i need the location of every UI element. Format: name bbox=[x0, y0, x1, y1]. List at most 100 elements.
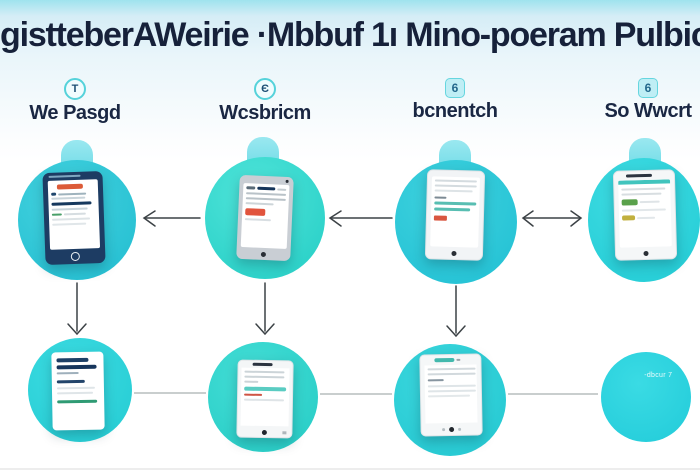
silver-tablet-illustration bbox=[236, 174, 294, 262]
green-button-shape bbox=[621, 199, 638, 206]
screen-line bbox=[427, 384, 476, 388]
column-header-4: 6 So Wwcrt bbox=[578, 78, 700, 123]
red-line bbox=[244, 393, 263, 396]
t-badge-icon: T bbox=[64, 78, 86, 100]
bottom-edge-line bbox=[0, 468, 700, 470]
screen-line bbox=[51, 213, 62, 216]
home-button bbox=[643, 250, 649, 257]
six-badge-icon: 6 bbox=[638, 78, 658, 98]
tablet-screen bbox=[240, 183, 290, 249]
screen-line bbox=[621, 208, 666, 212]
home-button bbox=[260, 251, 267, 258]
teal-pill bbox=[434, 357, 455, 363]
column-label: We Pasgd bbox=[29, 102, 121, 124]
green-line bbox=[57, 399, 98, 404]
screen-line bbox=[51, 196, 86, 200]
nav-dot bbox=[442, 428, 446, 432]
home-button bbox=[449, 426, 455, 433]
doc-line bbox=[56, 371, 79, 375]
home-button bbox=[261, 429, 267, 436]
screen-line bbox=[245, 202, 274, 206]
e-badge-icon: Є bbox=[254, 78, 276, 100]
screen-line bbox=[52, 222, 87, 226]
status-bar bbox=[625, 173, 653, 178]
white-tablet-illustration bbox=[612, 169, 678, 261]
screen-line bbox=[639, 200, 660, 204]
status-dot bbox=[456, 358, 461, 361]
screen-line bbox=[427, 372, 476, 376]
screen-line bbox=[621, 192, 662, 196]
left-arrow-1 bbox=[142, 210, 201, 227]
red-button-shape bbox=[245, 208, 266, 217]
doc-line bbox=[56, 386, 95, 390]
teal-line bbox=[434, 201, 477, 206]
status-bar bbox=[48, 174, 81, 178]
screen-line bbox=[427, 367, 476, 371]
screen-line bbox=[244, 375, 285, 379]
screen-line bbox=[246, 192, 287, 196]
teal-line bbox=[434, 207, 471, 212]
down-arrow-2 bbox=[255, 282, 275, 336]
screen-line bbox=[245, 197, 286, 201]
down-arrow-1 bbox=[67, 282, 87, 336]
screen-line bbox=[244, 380, 259, 383]
tablet-illustration bbox=[236, 359, 294, 439]
red-button-shape bbox=[433, 215, 447, 221]
screen-line bbox=[244, 218, 271, 222]
column-header-3: 6 bcnentch bbox=[380, 78, 530, 123]
yellow-button-shape bbox=[622, 215, 636, 221]
doc-line bbox=[56, 379, 85, 384]
screen-line bbox=[58, 192, 87, 196]
column-header-2: Є Wcsbricm bbox=[190, 78, 340, 125]
bottom-connector-lines bbox=[134, 392, 598, 395]
teal-header-bar bbox=[618, 179, 671, 185]
column-label: bcnentch bbox=[412, 100, 498, 122]
screen-line bbox=[427, 379, 444, 382]
camera-dot bbox=[285, 179, 289, 183]
screen-line bbox=[243, 398, 284, 402]
down-arrow-3 bbox=[446, 285, 466, 338]
tablet-screen bbox=[424, 364, 478, 424]
alert-banner-shape bbox=[56, 183, 83, 190]
nav-key bbox=[282, 431, 287, 435]
screen-line bbox=[276, 187, 287, 191]
column-header-1: T We Pasgd bbox=[0, 78, 150, 125]
screen-line bbox=[244, 370, 285, 374]
screen-line bbox=[51, 192, 57, 196]
screen-line bbox=[621, 187, 666, 191]
node-note: -dbcur 7 bbox=[644, 371, 673, 379]
screen-line bbox=[52, 217, 91, 221]
screen-line bbox=[257, 186, 275, 191]
home-button bbox=[70, 251, 80, 262]
column-label: So Wwcrt bbox=[604, 100, 692, 122]
tablet-screen bbox=[618, 179, 672, 248]
screen-line bbox=[246, 186, 256, 190]
column-label: Wcsbricm bbox=[219, 102, 311, 124]
doc-line bbox=[57, 391, 94, 395]
screen-line bbox=[434, 179, 477, 183]
document-illustration bbox=[51, 351, 105, 431]
tablet-screen bbox=[47, 179, 101, 250]
left-arrow-2 bbox=[328, 210, 393, 227]
flow-node-8: -dbcur 7 bbox=[601, 352, 691, 442]
double-arrow bbox=[521, 210, 583, 227]
status-bar bbox=[252, 362, 273, 367]
screen-line bbox=[427, 389, 476, 393]
screen-line bbox=[637, 216, 656, 219]
doc-line bbox=[56, 357, 89, 363]
screen-line bbox=[434, 196, 447, 199]
tablet-screen bbox=[430, 176, 480, 248]
screen-line bbox=[428, 394, 471, 398]
screen-line bbox=[51, 207, 88, 211]
tablet-screen bbox=[240, 367, 290, 427]
white-tablet-illustration bbox=[424, 169, 486, 261]
doc-line bbox=[56, 364, 97, 370]
screen-line bbox=[63, 212, 86, 216]
six-badge-icon: 6 bbox=[445, 78, 465, 98]
screen-line bbox=[434, 189, 473, 193]
screen-line bbox=[51, 201, 92, 206]
teal-highlight-line bbox=[244, 386, 287, 392]
screen-line bbox=[434, 184, 477, 188]
nav-dot bbox=[458, 427, 462, 431]
